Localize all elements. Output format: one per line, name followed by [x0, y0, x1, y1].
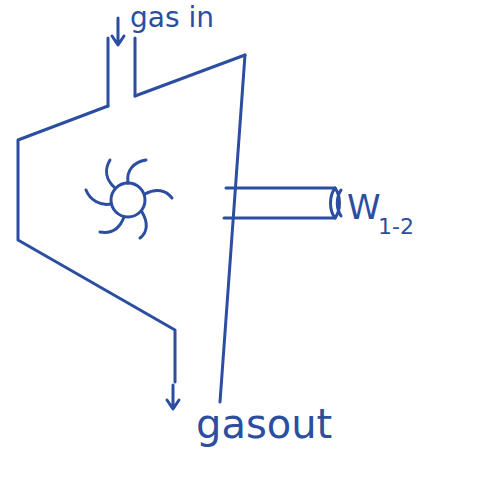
work-symbol: W [347, 190, 381, 224]
outlet-arrow [167, 385, 179, 409]
inlet-pipe [108, 38, 135, 106]
flow-label: gasout [196, 404, 332, 444]
inlet-arrow [112, 18, 124, 45]
housing-outline [220, 55, 245, 402]
housing-outline [18, 106, 175, 382]
work-subscript: 1-2 [378, 216, 414, 238]
shaft-break [331, 188, 342, 218]
shaft [224, 188, 335, 218]
housing-outline [135, 55, 245, 96]
impeller-blades [86, 160, 172, 238]
flow-label: gas in [130, 4, 214, 32]
